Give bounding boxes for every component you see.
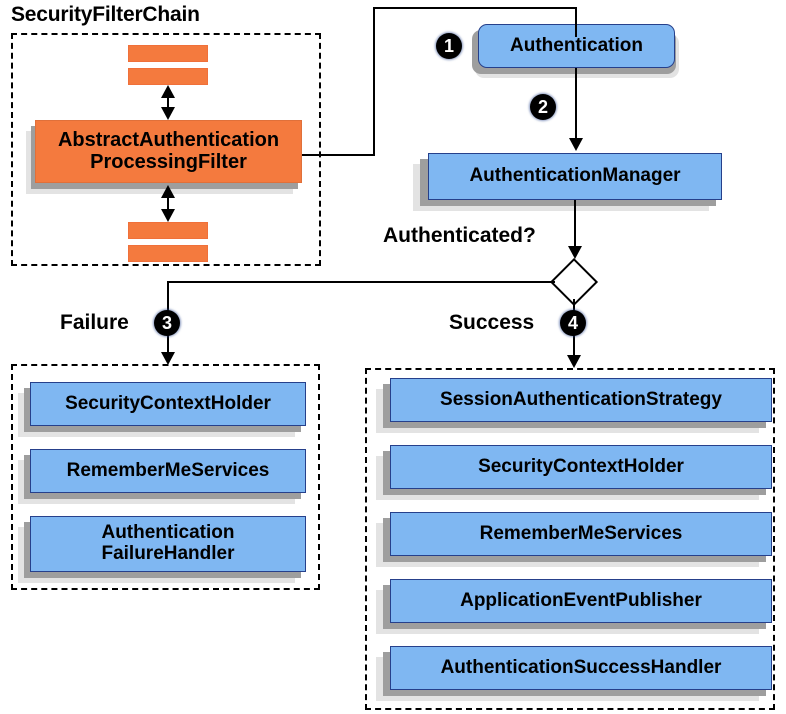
node-authentication[interactable]: Authentication (478, 24, 675, 68)
edge-filter-to-auth-h1 (302, 154, 375, 156)
success-branch-label: Success (449, 311, 535, 334)
edge-auth-to-manager (575, 68, 577, 140)
edge-filter-to-auth-v2 (575, 7, 577, 37)
failure-node-2-label-line2: FailureHandler (101, 543, 235, 564)
filter-link-upper-arrow-down (161, 107, 175, 120)
failure-branch-label: Failure (60, 311, 129, 334)
success-branch-group (365, 368, 775, 710)
filter-link-upper (167, 90, 169, 115)
filter-bar-3 (128, 222, 208, 239)
node-authentication-manager[interactable]: AuthenticationManager (428, 153, 722, 200)
edge-decision-to-success-arrow (567, 355, 581, 368)
edge-filter-to-auth-h2 (373, 7, 577, 9)
success-node-0-label: SessionAuthenticationStrategy (440, 388, 722, 410)
security-filter-chain-title: SecurityFilterChain (11, 3, 200, 26)
failure-node-authentication-failure-handler[interactable]: Authentication FailureHandler (30, 516, 306, 572)
failure-node-1-label: RememberMeServices (66, 459, 270, 481)
filter-link-upper-arrow-up (161, 85, 175, 98)
success-node-authentication-success-handler[interactable]: AuthenticationSuccessHandler (390, 646, 772, 690)
edge-decision-to-failure-arrow (161, 352, 175, 365)
step-badge-4-number: 4 (567, 312, 578, 333)
step-badge-2-number: 2 (537, 96, 548, 117)
edge-filter-to-auth-v1 (373, 7, 375, 156)
failure-branch-group (11, 364, 320, 590)
success-node-application-event-publisher[interactable]: ApplicationEventPublisher (390, 579, 772, 623)
success-node-4-label: AuthenticationSuccessHandler (440, 656, 722, 678)
edge-manager-to-decision-arrow (568, 246, 582, 259)
step-badge-1: 1 (436, 33, 462, 59)
filter-link-lower-arrow-up (161, 185, 175, 198)
success-node-security-context-holder[interactable]: SecurityContextHolder (390, 445, 772, 489)
step-badge-3-number: 3 (161, 312, 172, 333)
filter-link-lower-arrow-down (161, 209, 175, 222)
filter-bar-1 (128, 45, 208, 62)
edge-decision-to-failure-h (167, 281, 555, 283)
edge-auth-to-manager-arrow (569, 138, 583, 151)
step-badge-3: 3 (154, 310, 180, 336)
failure-node-2-label-line1: Authentication (101, 522, 235, 544)
success-node-3-label: ApplicationEventPublisher (460, 589, 702, 611)
failure-node-security-context-holder[interactable]: SecurityContextHolder (30, 382, 306, 426)
success-node-2-label: RememberMeServices (479, 522, 683, 544)
security-filter-chain-group (11, 33, 321, 266)
node-authentication-manager-label: AuthenticationManager (469, 165, 681, 187)
edge-manager-to-decision (574, 200, 576, 250)
node-authentication-label: Authentication (510, 34, 643, 56)
step-badge-4: 4 (560, 310, 586, 336)
failure-node-remember-me-services[interactable]: RememberMeServices (30, 449, 306, 493)
success-node-session-authentication-strategy[interactable]: SessionAuthenticationStrategy (390, 378, 772, 422)
filter-bar-4 (128, 245, 208, 262)
filter-link-lower (167, 190, 169, 216)
step-badge-2: 2 (530, 94, 556, 120)
success-node-1-label: SecurityContextHolder (478, 455, 684, 477)
success-node-remember-me-services[interactable]: RememberMeServices (390, 512, 772, 556)
failure-node-0-label: SecurityContextHolder (65, 392, 271, 414)
filter-bar-2 (128, 68, 208, 85)
step-badge-1-number: 1 (443, 35, 454, 56)
decision-question-label: Authenticated? (383, 224, 536, 247)
node-abstract-authentication-processing-filter[interactable]: AbstractAuthentication ProcessingFilter (35, 120, 302, 183)
filter-node-label-line1: AbstractAuthentication (57, 128, 280, 151)
filter-node-label-line2: ProcessingFilter (90, 150, 247, 173)
